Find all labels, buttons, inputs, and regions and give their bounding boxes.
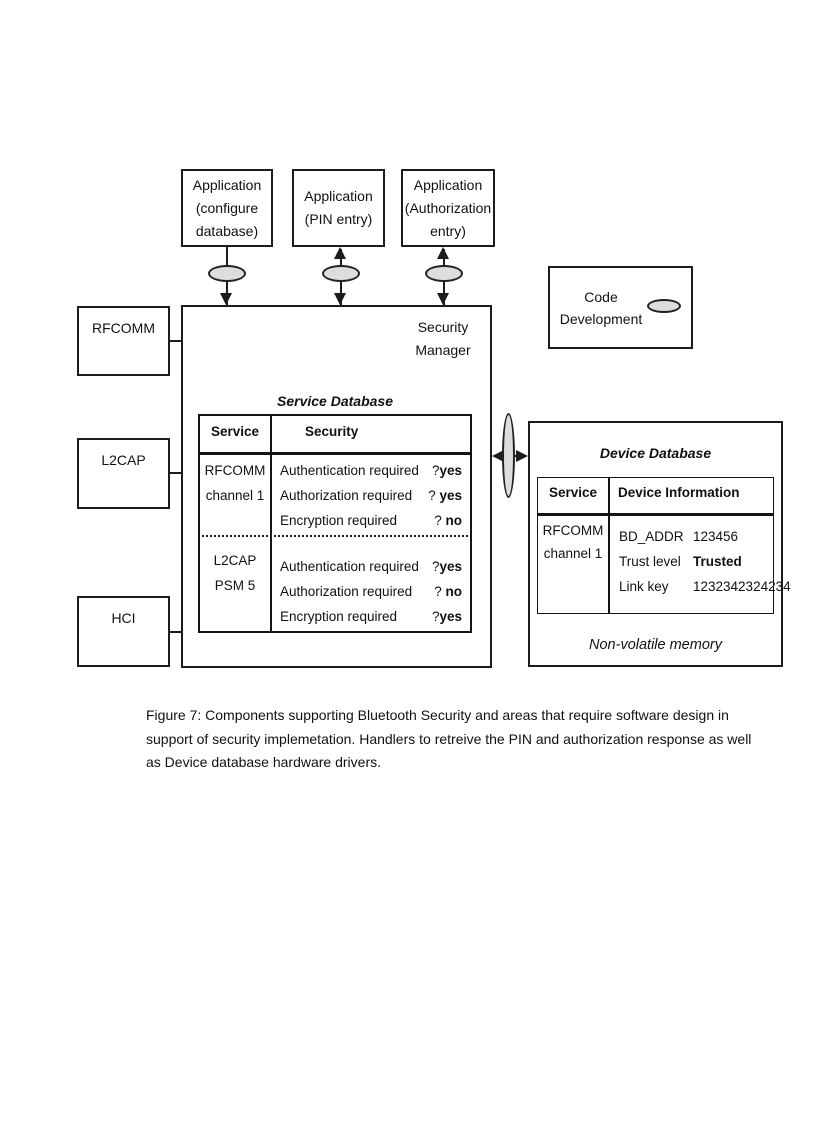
device-information-header: Device Information <box>618 485 740 500</box>
connector-line <box>168 472 181 474</box>
arrowhead-up-icon <box>437 247 449 259</box>
protocol-label: L2CAP <box>101 452 146 468</box>
api-ellipse-icon <box>647 298 682 313</box>
security-entry: Encryption required ? no <box>280 513 462 528</box>
security-cell: Authentication required ?yes Authorizati… <box>280 554 462 629</box>
app-box-line: entry) <box>430 222 466 239</box>
service-column-header: Service <box>548 485 598 500</box>
arrowhead-down-icon <box>220 293 232 305</box>
service-column-header: Service <box>210 424 260 439</box>
security-entry: Encryption required ?yes <box>280 609 462 624</box>
column-divider <box>608 478 610 613</box>
arrowhead-up-icon <box>334 247 346 259</box>
device-info-entry: Trust level Trusted <box>619 554 742 569</box>
app-box-authorization-entry: Application (Authorization entry) <box>401 169 495 247</box>
interface-ellipse-icon <box>502 413 515 498</box>
app-box-line: database) <box>195 222 259 239</box>
service-cell: RFCOMM channel 1 <box>542 523 604 561</box>
security-entry: Authentication required ?yes <box>280 463 462 478</box>
device-information-cell: BD_ADDR 123456 Trust level Trusted Link … <box>619 524 791 599</box>
service-database-table: Service Security RFCOMM channel 1 Authen… <box>198 414 472 633</box>
app-box-line: Application <box>304 188 373 204</box>
security-column-header: Security <box>305 424 359 439</box>
protocol-box-l2cap: L2CAP <box>77 438 170 509</box>
app-box-configure-database: Application (configure database) <box>181 169 273 247</box>
device-database-title: Device Database <box>599 445 712 461</box>
figure-caption: Figure 7: Components supporting Bluetoot… <box>146 707 752 770</box>
app-box-line: (Authorization <box>404 199 492 216</box>
security-entry: Authentication required ?yes <box>280 559 462 574</box>
app-box-line: Application <box>413 176 483 193</box>
device-database-table: Service Device Information RFCOMM channe… <box>537 477 791 614</box>
security-entry: Authorization required ? no <box>280 584 462 599</box>
header-underline <box>538 513 773 516</box>
app-box-pin-entry: Application (PIN entry) <box>292 169 385 247</box>
header-underline <box>200 452 470 455</box>
code-development-label: Code Development <box>559 288 643 327</box>
row-separator-dotted <box>202 535 468 537</box>
security-manager-label: Security Manager <box>415 319 471 358</box>
connector-line <box>168 340 181 342</box>
security-cell: Authentication required ?yes Authorizati… <box>280 458 462 533</box>
non-volatile-memory-label: Non-volatile memory <box>589 637 722 653</box>
device-info-entry: BD_ADDR 123456 <box>619 529 739 544</box>
app-box-line: Application <box>192 176 262 193</box>
protocol-box-rfcomm: RFCOMM <box>77 306 170 376</box>
arrowhead-left-icon <box>492 450 504 462</box>
arrowhead-right-icon <box>516 450 528 462</box>
arrowhead-down-icon <box>334 293 346 305</box>
code-development-box: Code Development <box>548 266 693 349</box>
ipc-ellipse-icon <box>322 265 360 282</box>
column-divider <box>270 416 272 631</box>
device-database-box: Device Database Service Device Informati… <box>528 421 791 667</box>
ipc-ellipse-icon <box>425 265 463 282</box>
device-info-entry: Link key 1232342324234 <box>619 579 791 594</box>
service-cell: L2CAP PSM 5 <box>213 553 257 593</box>
protocol-box-hci: HCI <box>77 596 170 667</box>
arrowhead-down-icon <box>437 293 449 305</box>
protocol-label: HCI <box>111 610 136 626</box>
app-box-line: (PIN entry) <box>304 211 373 227</box>
security-entry: Authorization required ? yes <box>280 488 462 503</box>
protocol-label: RFCOMM <box>92 320 155 336</box>
app-box-line: (configure <box>195 199 259 216</box>
connector-line <box>168 631 181 633</box>
service-cell: RFCOMM channel 1 <box>204 463 266 503</box>
service-database-title: Service Database <box>277 393 393 409</box>
ipc-ellipse-icon <box>208 265 246 282</box>
